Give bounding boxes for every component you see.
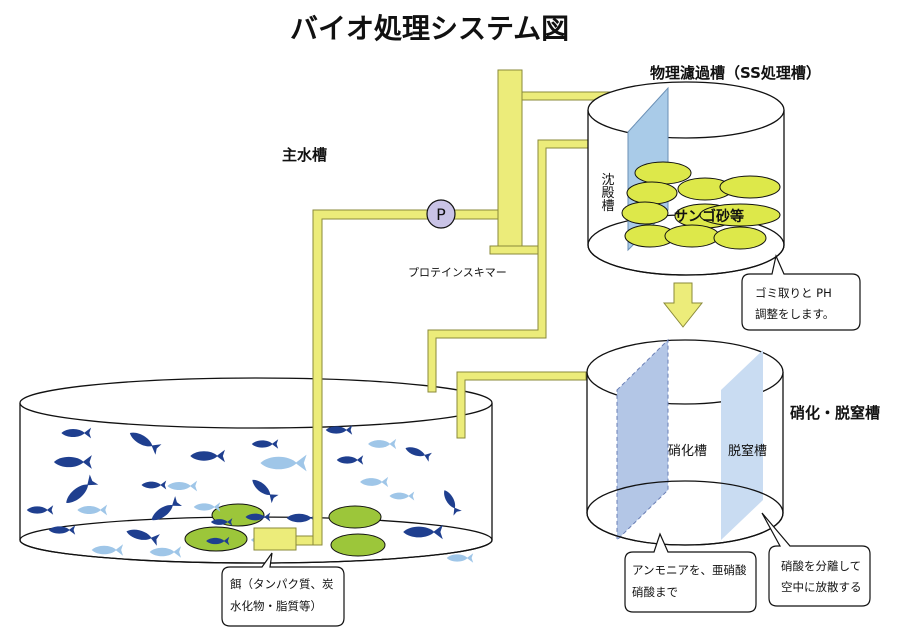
- callout-filter-line1: ゴミ取りと PH: [755, 286, 832, 300]
- flow-down-arrow: [662, 282, 704, 328]
- callout-nitrify: アンモニアを、亜硝酸 硝酸まで: [624, 532, 757, 613]
- bio-tank-label: 硝化・脱窒槽: [790, 404, 880, 422]
- filter-tank: サンゴ砂等 沈殿槽: [587, 81, 785, 276]
- filter-outlet-pipe: [427, 139, 673, 393]
- diagram-title: バイオ処理システム図: [290, 12, 569, 45]
- skimmer-column: [497, 69, 523, 247]
- pump-label: P: [436, 205, 446, 224]
- skimmer-base: [489, 245, 539, 255]
- callout-denitrify-line2: 空中に放散する: [781, 580, 862, 594]
- sand-label: サンゴ砂等: [674, 208, 744, 225]
- callout-nitrify-line2: 硝酸まで: [632, 585, 678, 599]
- callout-filter-line2: 調整をします。: [755, 307, 834, 321]
- bio-return-pipe: [456, 371, 587, 439]
- feed-box: [253, 527, 297, 551]
- callout-nitrify-line1: アンモニアを、亜硝酸: [632, 563, 747, 577]
- nitrify-partition: [616, 338, 669, 542]
- main-tank-label: 主水槽: [282, 146, 327, 164]
- callout-denitrify-line1: 硝酸を分離して: [781, 559, 861, 573]
- sediment-label: 沈殿槽: [599, 173, 615, 213]
- denitrify-label: 脱窒槽: [728, 443, 767, 459]
- skimmer-label: プロテインスキマー: [408, 266, 507, 279]
- callout-denitrify: 硝酸を分離して 空中に放散する: [761, 512, 871, 607]
- filter-tank-label: 物理濾過槽（SS処理槽）: [650, 64, 821, 82]
- nitrify-label: 硝化槽: [668, 444, 707, 459]
- bio-tank: 硝化槽 脱窒槽: [586, 338, 784, 546]
- callout-feed: 餌（タンパク質、炭 水化物・脂質等）: [221, 552, 345, 627]
- callout-filter: ゴミ取りと PH 調整をします。: [741, 254, 861, 331]
- callout-feed-line1: 餌（タンパク質、炭: [230, 577, 334, 591]
- pipes: [253, 69, 673, 551]
- fish: [446, 553, 474, 563]
- coral-sand: [621, 161, 781, 250]
- pump: P: [426, 199, 456, 229]
- callout-feed-line2: 水化物・脂質等）: [230, 599, 322, 613]
- denitrify-partition: [721, 350, 763, 540]
